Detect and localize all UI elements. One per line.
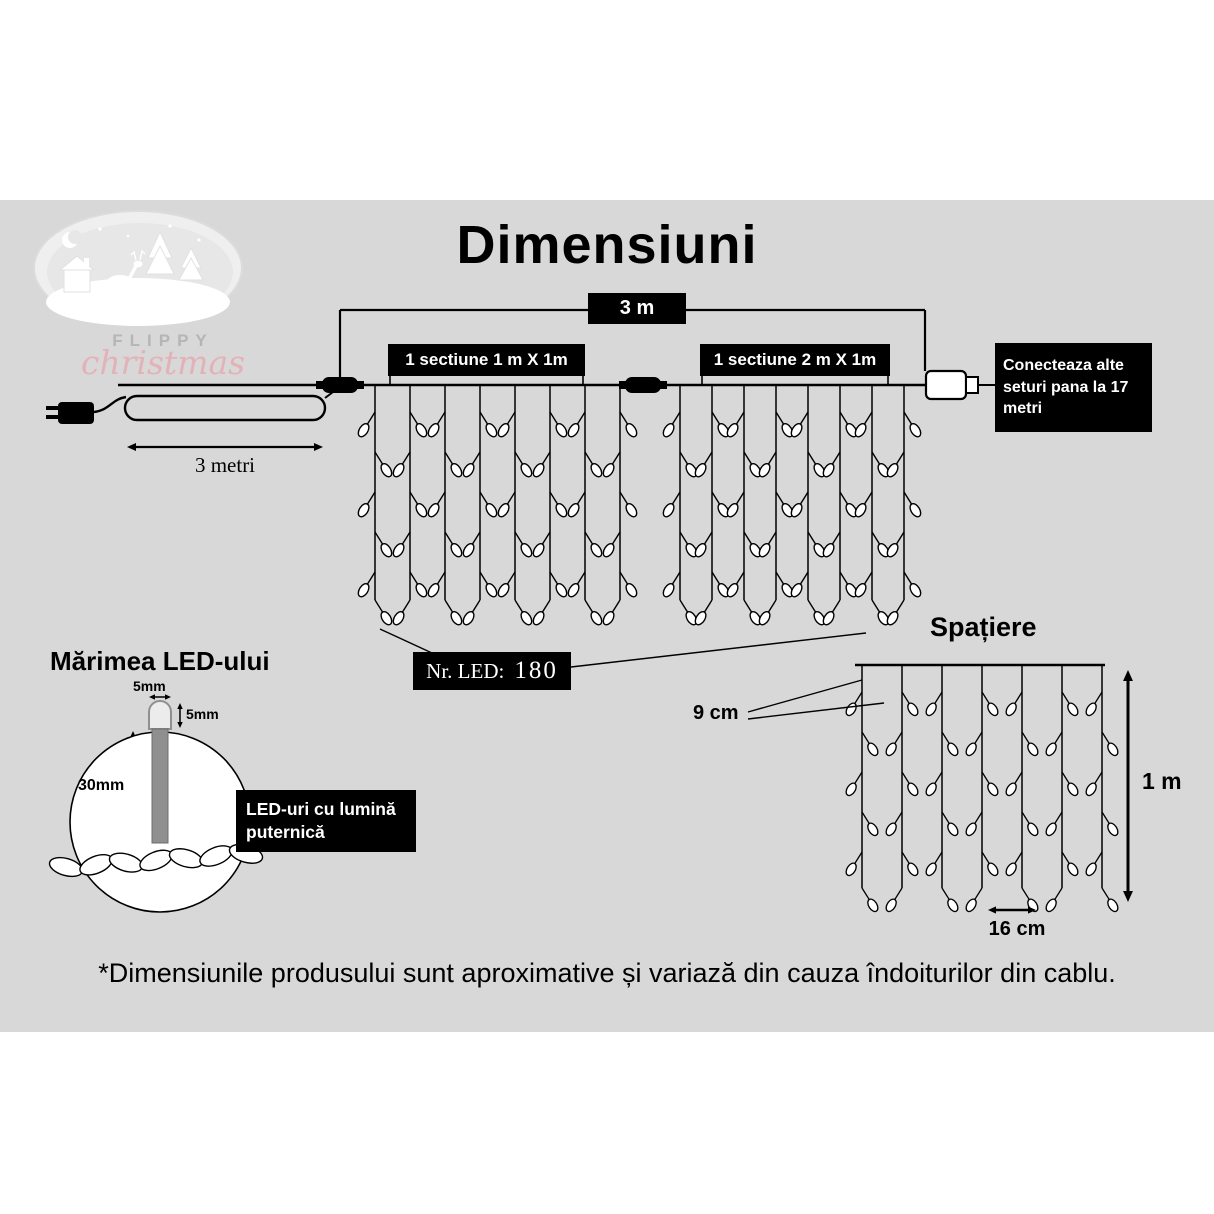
led-body-height-label: 30mm [78, 777, 125, 794]
footer-disclaimer: *Dimensiunile produsului sunt aproximati… [98, 958, 1116, 988]
section1-label: 1 sectiune 1 m X 1m [388, 344, 585, 376]
led-count-box: Nr. LED: 180 [413, 652, 571, 690]
christmas-logo-icon [33, 210, 243, 326]
spacing-top-gap-label: 9 cm [693, 702, 739, 724]
spacing-height-label: 1 m [1142, 768, 1182, 794]
page-title: Dimensiuni [456, 215, 758, 275]
logo-brand-script: christmas [80, 343, 246, 382]
spacing-led-gap-label: 16 cm [988, 918, 1046, 940]
spacing-section-title: Spațiere [930, 612, 1037, 642]
total-width-label: 3 m [588, 293, 686, 324]
curtain-section-2 [662, 385, 922, 626]
led-size-illustration [48, 700, 264, 913]
section2-label: 1 sectiune 2 m X 1m [700, 344, 890, 376]
logo-brand-name: FLIPPY [112, 331, 214, 350]
led-cap-width-label: 5mm [133, 678, 166, 694]
led-brightness-note-box: LED-uri cu lumină puternică [236, 790, 416, 852]
curtain-section-1 [357, 385, 638, 626]
spacing-curtain [747, 663, 1119, 913]
connect-note-box: Conecteaza alte seturi pana la 17 metri [995, 343, 1152, 432]
led-size-section-title: Mărimea LED-ului [50, 646, 270, 676]
led-cap-height-label: 5mm [186, 706, 219, 722]
led-count-label: Nr. LED: [426, 658, 505, 683]
led-count-value: 180 [514, 657, 558, 684]
wiring-lines [46, 308, 995, 424]
lead-cable-length-label: 3 metri [194, 453, 256, 477]
